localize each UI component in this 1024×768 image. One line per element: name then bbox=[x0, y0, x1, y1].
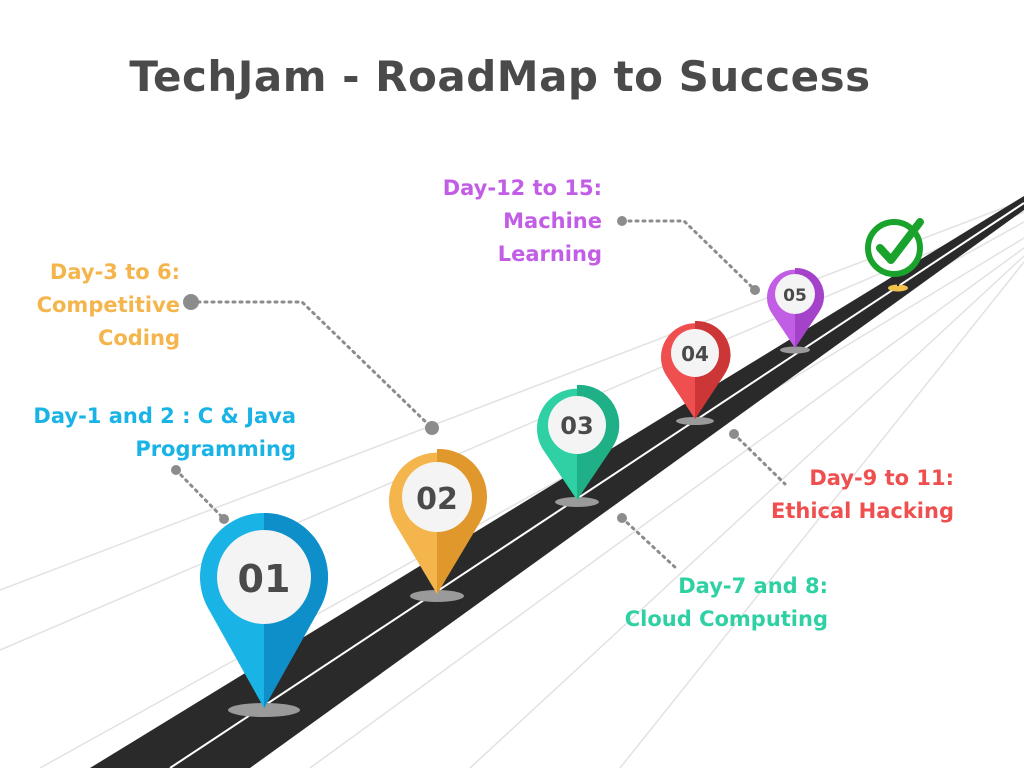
page-title: TechJam - RoadMap to Success bbox=[129, 52, 871, 101]
milestone-pin-04: 04 bbox=[660, 320, 731, 425]
pin-number-01: 01 bbox=[238, 557, 291, 601]
label-line: Machine bbox=[503, 209, 602, 233]
label-line: Day-9 to 11: bbox=[809, 466, 954, 490]
pin-number-02: 02 bbox=[416, 482, 458, 517]
label-line: Programming bbox=[135, 437, 296, 461]
label-line: Day-1 and 2 : C & Java bbox=[33, 404, 296, 428]
pin-number-05: 05 bbox=[783, 286, 807, 306]
pin-number-04: 04 bbox=[681, 342, 709, 366]
connectors bbox=[174, 219, 787, 571]
milestone-label-03: Day-7 and 8: Cloud Computing bbox=[598, 570, 828, 636]
label-line: Day-12 to 15: bbox=[442, 176, 602, 200]
label-line: Ethical Hacking bbox=[770, 499, 954, 523]
road-center-line bbox=[169, 202, 1024, 768]
pin-number-03: 03 bbox=[560, 412, 593, 440]
label-line: Cloud Computing bbox=[624, 607, 828, 631]
connector-dots bbox=[171, 216, 760, 524]
milestone-label-01: Day-1 and 2 : C & Java Programming bbox=[20, 400, 296, 466]
label-line: Day-7 and 8: bbox=[678, 574, 828, 598]
milestone-pin-02: 02 bbox=[389, 448, 488, 602]
label-line: Learning bbox=[497, 242, 602, 266]
milestone-label-05: Day-12 to 15: Machine Learning bbox=[430, 172, 602, 271]
milestone-label-02: Day-3 to 6: Competitive Coding bbox=[10, 256, 180, 355]
milestone-pin-03: 03 bbox=[537, 384, 620, 507]
label-line: Day-3 to 6: bbox=[49, 260, 180, 284]
label-line: Coding bbox=[97, 326, 180, 350]
milestone-pin-05: 05 bbox=[767, 267, 825, 354]
milestone-pin-01: 01 bbox=[200, 513, 329, 717]
checkmark-icon bbox=[865, 218, 924, 292]
milestone-label-04: Day-9 to 11: Ethical Hacking bbox=[730, 462, 954, 528]
label-line: Competitive bbox=[36, 293, 180, 317]
